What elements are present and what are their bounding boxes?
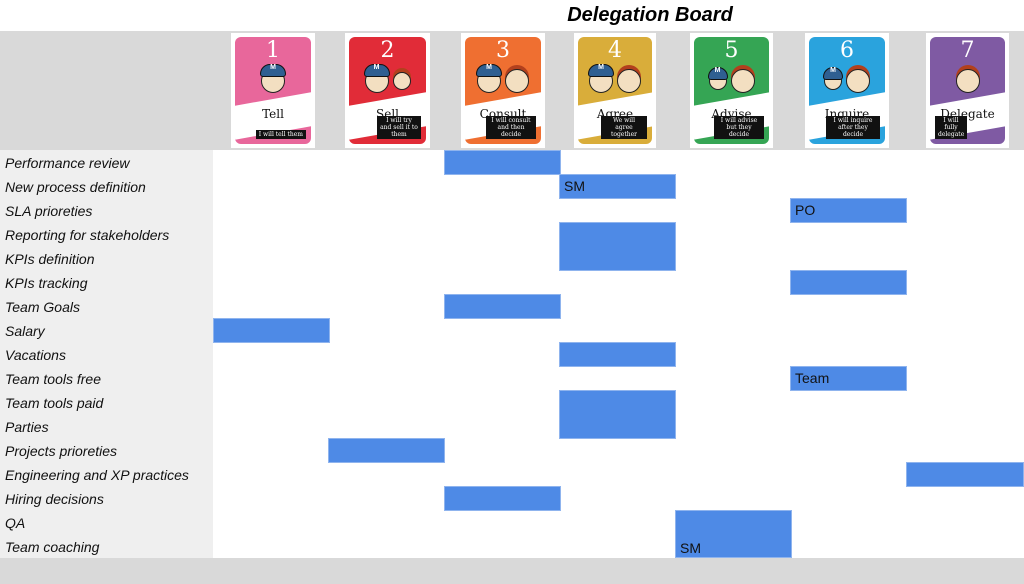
delegation-block[interactable] (559, 222, 676, 271)
row-label: KPIs definition (5, 251, 95, 267)
row-label: Performance review (5, 155, 130, 171)
team-face-icon (617, 69, 641, 93)
row-label: Vacations (5, 347, 66, 363)
card-inquire[interactable]: 6 Inquire I will inquire after they deci… (805, 33, 889, 148)
delegation-block[interactable] (444, 150, 561, 175)
delegation-block[interactable] (559, 342, 676, 367)
card-face: 5 Advise I will advise but they decide (694, 37, 769, 144)
card-face: 1 Tell I will tell them (235, 37, 311, 144)
row-label: Parties (5, 419, 49, 435)
row-label: Projects prioreties (5, 443, 118, 459)
manager-face-icon (823, 67, 843, 90)
card-number: 4 (608, 38, 622, 63)
card-number: 6 (840, 38, 854, 63)
delegation-block[interactable] (213, 318, 330, 343)
board-title: Delegation Board (567, 4, 733, 26)
delegation-block[interactable] (328, 438, 445, 463)
delegation-block[interactable] (559, 390, 676, 439)
delegation-block[interactable] (444, 486, 561, 511)
manager-face-icon (476, 64, 502, 93)
card-face: 2 Sell I will try and sell it to them (349, 37, 426, 144)
card-number: 7 (960, 38, 975, 63)
card-caption: I will try and sell it to them (377, 116, 421, 139)
manager-face-icon (260, 64, 286, 93)
manager-face-icon (588, 64, 614, 93)
row-label: Engineering and XP practices (5, 467, 189, 483)
delegation-block[interactable]: SM (559, 174, 676, 199)
card-number: 2 (380, 38, 395, 63)
team-face-icon (846, 69, 870, 93)
row-label: Hiring decisions (5, 491, 104, 507)
delegation-block[interactable] (790, 270, 907, 295)
card-caption: I will advise but they decide (714, 116, 764, 139)
card-face: 6 Inquire I will inquire after they deci… (809, 37, 885, 144)
row-label: SLA prioreties (5, 203, 93, 219)
row-label: Salary (5, 323, 45, 339)
card-caption: I will tell them (255, 130, 306, 139)
card-delegate[interactable]: 7 Delegate I will fully delegate (926, 33, 1009, 148)
card-tell[interactable]: 1 Tell I will tell them (231, 33, 315, 148)
delegation-block[interactable] (444, 294, 561, 319)
card-advise[interactable]: 5 Advise I will advise but they decide (690, 33, 773, 148)
team-face-icon (505, 69, 529, 93)
row-label: Team tools paid (5, 395, 104, 411)
card-number: 3 (496, 38, 510, 63)
row-label: QA (5, 515, 26, 531)
delegation-block[interactable]: PO (790, 198, 907, 223)
card-face: 3 Consult I will consult and then decide (465, 37, 541, 144)
card-sell[interactable]: 2 Sell I will try and sell it to them (345, 33, 430, 148)
team-face-icon (392, 72, 411, 90)
card-caption: I will inquire after they decide (826, 116, 880, 139)
card-number: 5 (724, 38, 739, 63)
delegation-block[interactable] (906, 462, 1024, 487)
card-agree[interactable]: 4 Agree We will agree together (574, 33, 656, 148)
card-caption: I will consult and then decide (486, 116, 536, 139)
delegation-block[interactable]: Team (790, 366, 907, 391)
card-name: Tell (262, 107, 284, 121)
row-label: KPIs tracking (5, 275, 88, 291)
row-label: Reporting for stakeholders (5, 227, 170, 243)
card-face: 7 Delegate I will fully delegate (930, 37, 1005, 144)
row-label: Team Goals (5, 299, 80, 315)
manager-face-icon (363, 64, 390, 93)
delegation-block[interactable]: SM (675, 510, 792, 558)
row-label: Team tools free (5, 371, 101, 387)
card-consult[interactable]: 3 Consult I will consult and then decide (461, 33, 545, 148)
card-face: 4 Agree We will agree together (578, 37, 652, 144)
manager-face-icon (707, 67, 728, 90)
row-label: New process definition (5, 179, 146, 195)
team-face-icon (955, 69, 980, 93)
row-label: Team coaching (5, 539, 100, 555)
card-caption: I will fully delegate (935, 116, 967, 139)
card-number: 1 (266, 38, 280, 63)
team-face-icon (730, 69, 755, 93)
row-label-column (0, 150, 213, 558)
card-caption: We will agree together (601, 116, 647, 139)
footer-band (0, 558, 1024, 584)
